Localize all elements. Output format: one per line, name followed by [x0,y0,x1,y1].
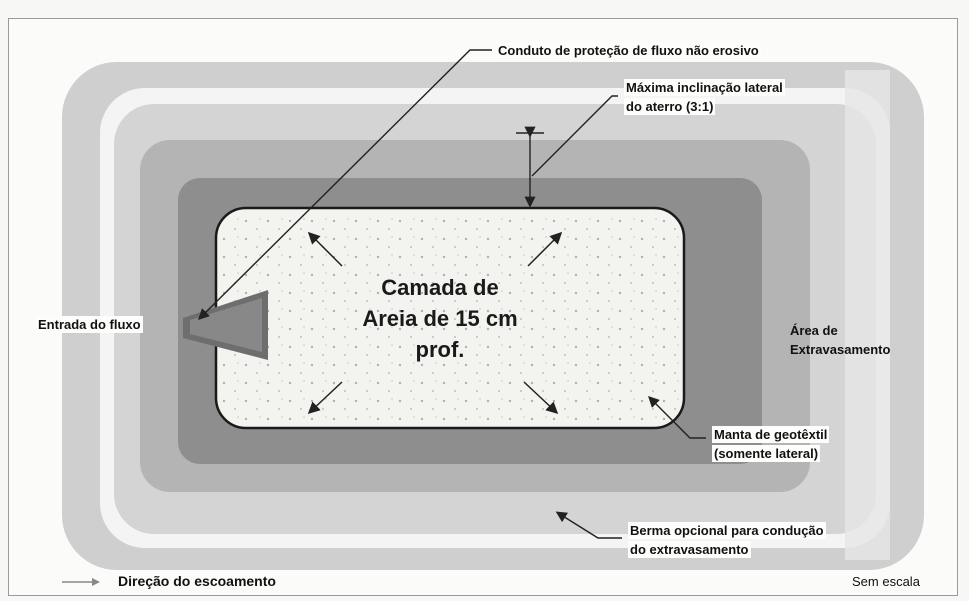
flow-arrow-nw [307,231,343,267]
flow-arrow-sw [307,381,343,415]
legend-arrow-icon [62,578,100,586]
label-inclinacao-2: do aterro (3:1) [624,98,716,115]
leader-manta [648,396,706,439]
label-conduto: Conduto de proteção de fluxo não erosivo [496,42,761,59]
label-manta-2: (somente lateral) [712,445,821,462]
label-manta-1: Manta de geotêxtil [712,426,830,443]
leader-berma [555,511,622,539]
overflow-right-band [845,70,890,560]
leader-conduto [198,49,492,320]
label-inclinacao-1: Máxima inclinação lateral [624,79,785,96]
label-area-2: Extravasamento [790,342,891,357]
legend-direction: Direção do escoamento [118,573,276,589]
flow-arrow-ne [527,231,563,267]
label-berma-1: Berma opcional para condução [628,522,826,539]
sand-layer-label: Camada de Areia de 15 cm prof. [320,272,560,365]
leader-inclinacao [531,95,618,177]
flow-arrow-se [523,381,559,415]
sand-label-line3: prof. [415,337,465,362]
inlet-pipe-texture [190,298,262,352]
scale-note: Sem escala [852,574,920,589]
label-berma-2: do extravasamento [628,541,751,558]
label-entrada: Entrada do fluxo [36,316,143,333]
sand-label-line2: Areia de 15 cm [362,306,518,331]
label-area-1: Área de [790,323,838,338]
sand-label-line1: Camada de [381,275,499,300]
sand-texture [220,212,680,424]
